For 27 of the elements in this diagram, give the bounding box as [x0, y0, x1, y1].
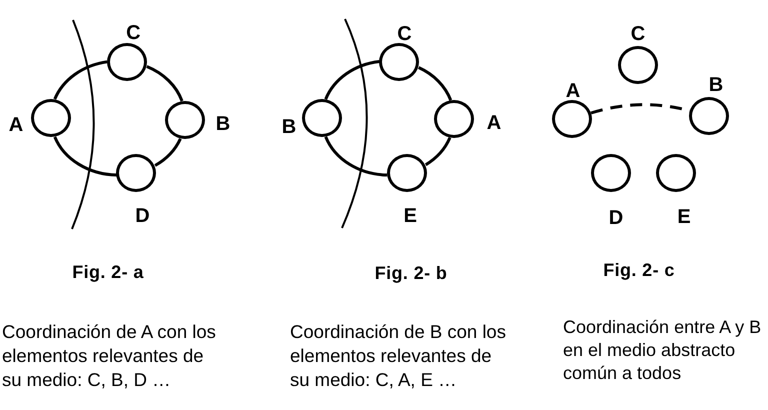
node-letter: A	[486, 112, 502, 133]
figure-caption: Fig. 2- a	[72, 261, 144, 283]
node-letter: A	[566, 81, 580, 101]
description-text: Coordinación de A con los elementos relevantes de su medio: C, B, D …	[2, 320, 217, 392]
description-text: Coordinación de B con los elementos relevantes de su medio: C, A, E …	[290, 320, 507, 392]
ring-arc	[418, 66, 452, 101]
ring-arc	[324, 136, 388, 176]
node-letter: B	[708, 75, 724, 95]
ring-arc	[154, 138, 182, 167]
ring-arc	[146, 65, 184, 102]
node-letter: D	[608, 208, 624, 228]
node-letter: E	[404, 206, 417, 226]
node-letter: B	[216, 114, 230, 134]
node-letter: D	[135, 206, 150, 226]
ring-arc	[324, 60, 380, 100]
node-letter: E	[677, 207, 691, 227]
node-letter: C	[630, 24, 646, 44]
node-letter: C	[397, 24, 412, 44]
ring-arc	[53, 60, 108, 100]
figure-caption: Fig. 2- c	[603, 259, 675, 281]
node-letter: B	[282, 117, 296, 137]
ring-arc	[53, 136, 117, 176]
node-letter: A	[8, 115, 24, 135]
figure-caption: Fig. 2- b	[374, 262, 448, 284]
ring-arc	[424, 137, 452, 166]
node-letter: C	[126, 22, 141, 43]
description-text: Coordinación entre A y B en el medio abstracto común a todos	[563, 316, 762, 385]
